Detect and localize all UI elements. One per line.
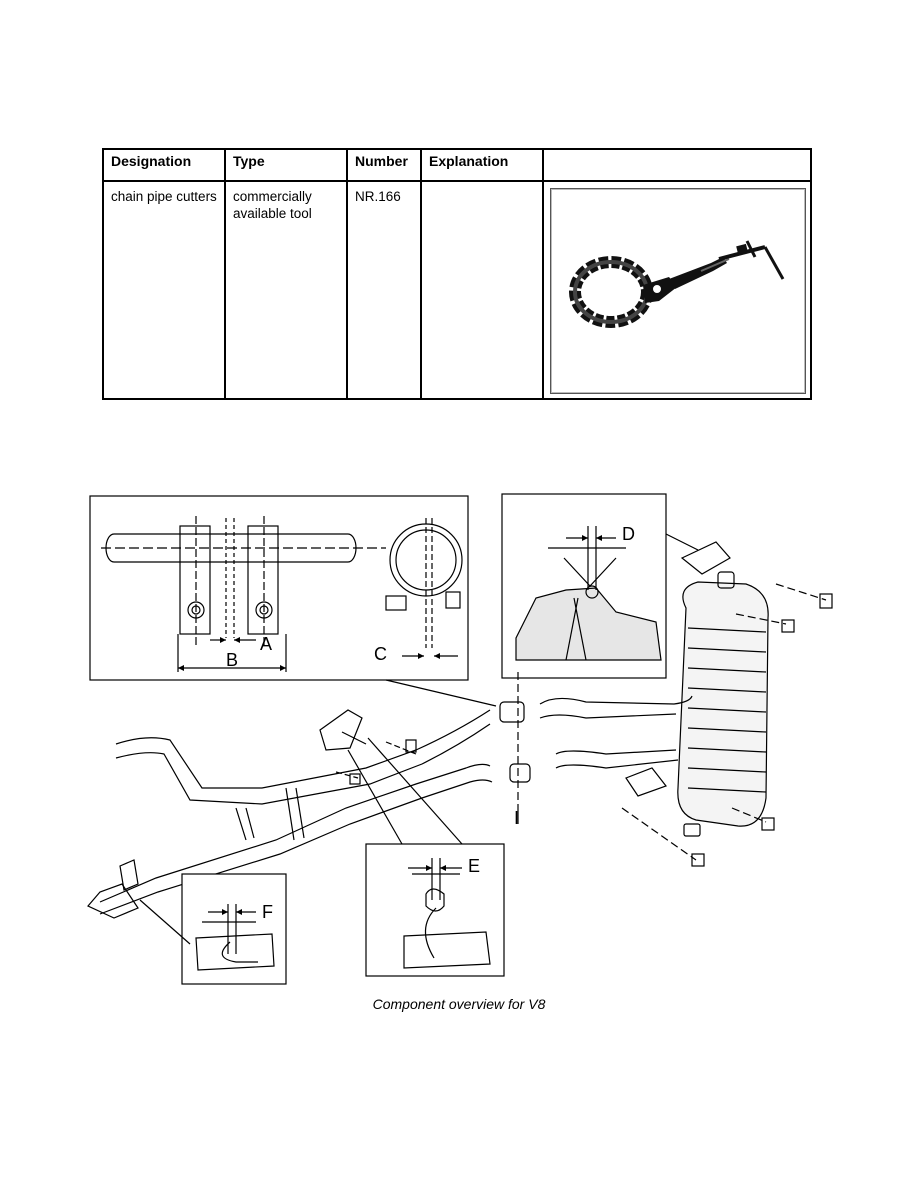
special-tools-table: Designation Type Number Explanation chai… <box>102 148 812 400</box>
cell-number: NR.166 <box>346 180 422 400</box>
header-designation: Designation <box>102 148 226 182</box>
label-i: I <box>514 808 519 828</box>
label-d: D <box>622 524 635 544</box>
detail-box-hanger-e <box>365 843 505 977</box>
header-number: Number <box>346 148 422 182</box>
header-explanation: Explanation <box>420 148 544 182</box>
figure-caption: Component overview for V8 <box>372 996 546 1012</box>
detail-box-hanger-f <box>181 873 287 985</box>
label-f: F <box>262 902 273 922</box>
cell-type: commercially available tool <box>224 180 348 400</box>
label-b: B <box>226 650 238 670</box>
label-c: C <box>374 644 387 664</box>
label-e: E <box>468 856 480 876</box>
cell-designation: chain pipe cutters <box>102 180 226 400</box>
table-header-row: Designation Type Number Explanation <box>102 148 812 182</box>
cell-explanation <box>420 180 544 400</box>
table-row: chain pipe cutters commercially availabl… <box>102 180 812 400</box>
exhaust-component-overview-diagram: A B C D E F I <box>87 493 833 985</box>
cell-tool-image <box>542 180 812 400</box>
tool-image-frame <box>550 188 806 394</box>
header-image <box>542 148 812 182</box>
header-type: Type <box>224 148 348 182</box>
chain-pipe-cutter-illustration <box>569 240 785 328</box>
detail-box-clamp <box>89 495 469 681</box>
label-a: A <box>260 634 272 654</box>
